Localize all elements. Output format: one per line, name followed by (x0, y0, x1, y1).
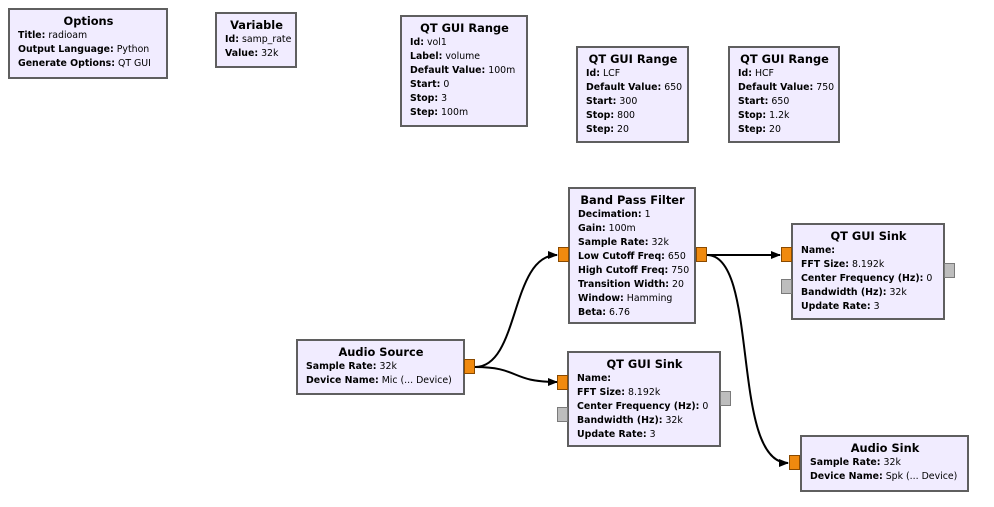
block-param: Center Frequency (Hz): 0 (577, 401, 709, 412)
qt-gui-sink-mid-block[interactable]: QT GUI Sink Name: FFT Size: 8.192k Cente… (567, 351, 721, 447)
sink-mid-msg-in-port[interactable] (557, 407, 568, 422)
block-param: Name: (577, 373, 612, 384)
qt-gui-sink-top-block[interactable]: QT GUI Sink Name: FFT Size: 8.192k Cente… (791, 223, 945, 320)
block-param: Start: 0 (410, 79, 450, 90)
block-param: Gain: 100m (578, 223, 636, 234)
audio-source-block[interactable]: Audio Source Sample Rate: 32k Device Nam… (296, 339, 465, 395)
block-param: Id: LCF (586, 68, 621, 79)
audio-source-out-port[interactable] (464, 359, 475, 374)
block-param: Beta: 6.76 (578, 307, 630, 318)
block-param: Default Value: 750 (738, 82, 835, 93)
block-param: FFT Size: 8.192k (577, 387, 661, 398)
variable-block[interactable]: Variable Id: samp_rate Value: 32k (215, 12, 297, 68)
sink-top-msg-in-port[interactable] (781, 279, 792, 294)
block-param: Default Value: 650 (586, 82, 683, 93)
block-param: Stop: 3 (410, 93, 448, 104)
block-param: Bandwidth (Hz): 32k (801, 287, 907, 298)
block-title: Audio Sink (850, 441, 920, 455)
audio-sink-in-port[interactable] (789, 455, 800, 470)
block-param: Update Rate: 3 (801, 301, 880, 312)
block-param: Title: radioam (18, 30, 88, 41)
block-param: Center Frequency (Hz): 0 (801, 273, 933, 284)
block-title: QT GUI Range (420, 21, 509, 35)
options-block[interactable]: Options Title: radioam Output Language: … (8, 8, 168, 79)
band-pass-out-port[interactable] (696, 247, 707, 262)
qt-gui-range-vol1-block[interactable]: QT GUI Range Id: vol1 Label: volume Defa… (400, 15, 528, 127)
block-param: Start: 650 (738, 96, 790, 107)
block-param: Step: 20 (586, 124, 629, 135)
sink-top-in-port[interactable] (781, 247, 792, 262)
block-param: Sample Rate: 32k (578, 237, 669, 248)
block-param: FFT Size: 8.192k (801, 259, 885, 270)
block-param: Step: 20 (738, 124, 781, 135)
block-param: Id: vol1 (410, 37, 447, 48)
block-title: Audio Source (338, 345, 424, 359)
qt-gui-range-hcf-block[interactable]: QT GUI Range Id: HCF Default Value: 750 … (728, 46, 840, 143)
block-param: Step: 100m (410, 107, 469, 118)
block-title: QT GUI Sink (606, 357, 683, 371)
wire-bandpass-to-audio-sink[interactable] (706, 254, 789, 467)
block-param: Name: (801, 245, 836, 256)
band-pass-in-port[interactable] (558, 247, 569, 262)
block-title: Band Pass Filter (580, 193, 685, 207)
block-param: Sample Rate: 32k (306, 361, 397, 372)
block-param: Default Value: 100m (410, 65, 516, 76)
block-param: Device Name: Mic (... Device) (306, 375, 452, 386)
block-param: Id: HCF (738, 68, 774, 79)
block-title: Variable (230, 18, 283, 32)
block-param: Update Rate: 3 (577, 429, 656, 440)
block-param: High Cutoff Freq: 750 (578, 265, 690, 276)
qt-gui-range-lcf-block[interactable]: QT GUI Range Id: LCF Default Value: 650 … (576, 46, 689, 143)
block-param: Value: 32k (225, 48, 279, 59)
sink-mid-msg-out-port[interactable] (720, 391, 731, 406)
block-param: Bandwidth (Hz): 32k (577, 415, 683, 426)
block-title: QT GUI Sink (830, 229, 907, 243)
block-param: Stop: 800 (586, 110, 636, 121)
wire-source-to-bandpass[interactable] (474, 251, 558, 368)
block-title: QT GUI Range (588, 52, 678, 66)
block-param: Generate Options: QT GUI (18, 58, 151, 69)
audio-sink-block[interactable]: Audio Sink Sample Rate: 32k Device Name:… (800, 435, 969, 492)
block-param: Start: 300 (586, 96, 638, 107)
block-title: QT GUI Range (740, 52, 829, 66)
block-param: Decimation: 1 (578, 209, 651, 220)
sink-mid-in-port[interactable] (557, 375, 568, 390)
block-param: Transition Width: 20 (578, 279, 684, 290)
block-param: Device Name: Spk (... Device) (810, 471, 958, 482)
block-param: Stop: 1.2k (738, 110, 790, 121)
band-pass-filter-block[interactable]: Band Pass Filter Decimation: 1 Gain: 100… (568, 187, 696, 324)
block-param: Label: volume (410, 51, 481, 62)
wire-source-to-sink-mid[interactable] (474, 366, 558, 386)
block-param: Window: Hamming (578, 293, 673, 304)
block-param: Id: samp_rate (225, 34, 292, 45)
block-param: Output Language: Python (18, 44, 150, 55)
block-param: Low Cutoff Freq: 650 (578, 251, 686, 262)
block-param: Sample Rate: 32k (810, 457, 901, 468)
block-title: Options (63, 14, 114, 28)
sink-top-msg-out-port[interactable] (944, 263, 955, 278)
